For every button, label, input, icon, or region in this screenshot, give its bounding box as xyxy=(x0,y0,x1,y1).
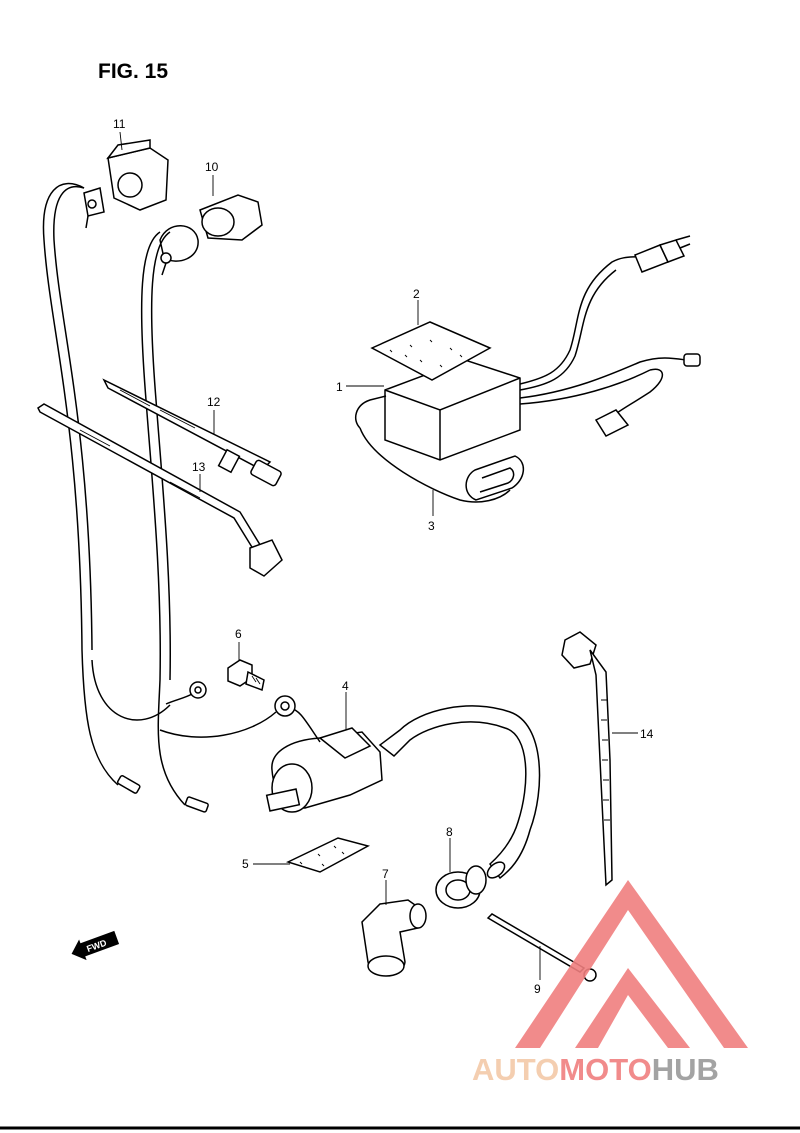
part-5-cushion xyxy=(285,837,371,873)
callout-3: 3 xyxy=(428,519,435,533)
callout-2: 2 xyxy=(413,287,420,301)
part-3-band xyxy=(354,395,524,503)
watermark: AUTOMOTOHUB xyxy=(472,880,748,1087)
part-14-clamp xyxy=(561,631,613,887)
callout-1: 1 xyxy=(336,380,343,394)
watermark-auto: AUTO xyxy=(472,1052,559,1087)
watermark-moto: MOTO xyxy=(559,1052,651,1087)
watermark-text: AUTOMOTOHUB xyxy=(472,1052,719,1087)
watermark-hub: HUB xyxy=(652,1052,719,1087)
callout-14: 14 xyxy=(640,727,654,741)
part-11-kill-switch xyxy=(42,139,171,794)
callout-11: 11 xyxy=(113,117,126,131)
figure-title: FIG. 15 xyxy=(98,60,168,83)
part-8-grommet xyxy=(435,865,487,909)
callout-13: 13 xyxy=(192,460,206,474)
callout-10: 10 xyxy=(205,160,219,174)
part-13-clamp xyxy=(37,403,283,577)
callout-8: 8 xyxy=(446,825,453,839)
fwd-arrow-badge: FWD xyxy=(71,930,120,961)
part-1-cdi-unit xyxy=(384,235,701,461)
callout-12: 12 xyxy=(207,395,221,409)
part-12-band xyxy=(102,378,282,487)
callout-5: 5 xyxy=(242,857,249,871)
part-7-plug-cap xyxy=(361,899,427,977)
callouts: 11 10 2 1 3 12 13 6 4 5 8 7 9 14 xyxy=(113,117,654,996)
part-10-switch xyxy=(140,194,263,813)
callout-9: 9 xyxy=(534,982,541,996)
part-2-cushion xyxy=(370,321,492,381)
watermark-logo-icon xyxy=(515,880,748,1048)
callout-7: 7 xyxy=(382,867,389,881)
callout-4: 4 xyxy=(342,679,349,693)
callout-6: 6 xyxy=(235,627,242,641)
part-4-ignition-coil xyxy=(159,695,541,880)
part-6-bolt xyxy=(227,659,265,692)
